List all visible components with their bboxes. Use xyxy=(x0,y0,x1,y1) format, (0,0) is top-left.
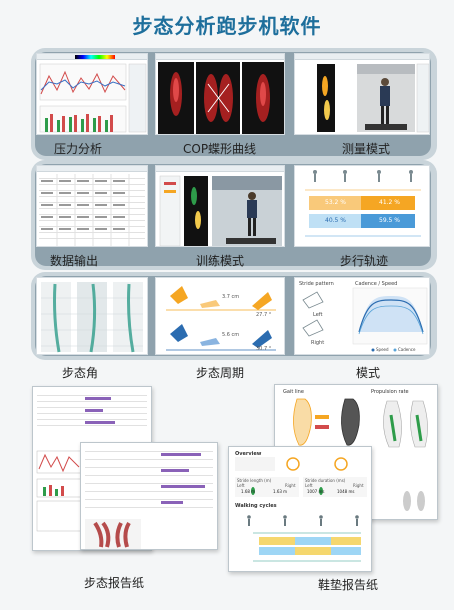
trace-right-pct-1: 41.2 % xyxy=(379,199,400,206)
length-left-label: Left xyxy=(237,483,245,488)
stride-right-value: 1.63 m xyxy=(273,489,288,494)
gait-angle-screenshot[interactable] xyxy=(36,277,148,355)
pressure-analysis-screenshot[interactable] xyxy=(36,53,148,135)
walking-cycles-title: Walking cycles xyxy=(235,503,277,509)
propulsion-title: Propulsion rate xyxy=(371,389,409,395)
stride-duration-label: Stride duration (ms) xyxy=(305,478,346,483)
report-label-insole: 鞋垫报告纸 xyxy=(318,578,379,592)
cycle-angle-2: 30.7 ° xyxy=(256,346,272,352)
trace-right-pct-2: 59.5 % xyxy=(379,217,400,224)
trace-left-pct-2: 40.5 % xyxy=(325,217,346,224)
insole-report-page-front: Overview Stride length (m) Stride durati… xyxy=(228,446,372,572)
data-output-screenshot[interactable] xyxy=(36,165,148,247)
stride-length-label: Stride length (m) xyxy=(237,478,272,483)
mode-left-label: Left xyxy=(313,312,323,318)
cycle-dist-2: 5.6 cm xyxy=(222,332,240,338)
length-right-label: Right xyxy=(285,483,296,488)
training-mode-screenshot[interactable] xyxy=(155,165,285,247)
tile-label-mode: 模式 xyxy=(356,366,381,380)
duration-right-value: 1048 ms xyxy=(337,489,355,494)
stride-left-value: 1.68 m xyxy=(241,489,256,494)
measure-mode-screenshot[interactable] xyxy=(294,53,430,135)
gait-report-page-front xyxy=(80,442,218,550)
cycle-dist-1: 3.7 cm xyxy=(222,294,240,300)
gait-line-title: Gait line xyxy=(283,389,304,395)
mode-legend-speed: Speed xyxy=(376,347,389,352)
tile-label-pressure: 压力分析 xyxy=(54,142,103,156)
mode-stride-pattern-title: Stride pattern xyxy=(299,281,334,287)
trace-left-pct-1: 53.2 % xyxy=(325,199,346,206)
mode-right-label: Right xyxy=(311,340,325,346)
tile-label-measure: 测量模式 xyxy=(342,142,391,156)
mode-screenshot[interactable]: Stride pattern Cadence / Speed Left Righ… xyxy=(294,277,430,355)
tile-label-cop: COP蝶形曲线 xyxy=(183,142,257,156)
gait-cycle-screenshot[interactable]: 3.7 cm 27.7 ° 5.6 cm 30.7 ° xyxy=(155,277,285,355)
tile-label-training: 训练模式 xyxy=(196,254,245,268)
mode-cadence-speed-title: Cadence / Speed xyxy=(355,281,398,287)
cop-butterfly-screenshot[interactable] xyxy=(155,53,285,135)
tile-label-data-output: 数据输出 xyxy=(50,254,99,268)
duration-left-label: Left xyxy=(305,483,313,488)
mode-legend-cadence: Cadence xyxy=(398,347,416,352)
tile-label-gait-cycle: 步态周期 xyxy=(196,366,245,380)
walk-trace-screenshot[interactable]: 53.2 % 41.2 % 40.5 % 59.5 % xyxy=(294,165,430,247)
tile-label-gait-angle: 步态角 xyxy=(62,366,99,380)
overview-title: Overview xyxy=(235,451,262,457)
page-title: 步态分析跑步机软件 xyxy=(132,14,322,38)
duration-right-label: Right xyxy=(353,483,364,488)
tile-label-walk-trace: 步行轨迹 xyxy=(340,254,389,268)
cycle-angle-1: 27.7 ° xyxy=(256,312,272,318)
report-label-gait: 步态报告纸 xyxy=(84,576,145,590)
duration-left-value: 1007 ms xyxy=(307,489,325,494)
